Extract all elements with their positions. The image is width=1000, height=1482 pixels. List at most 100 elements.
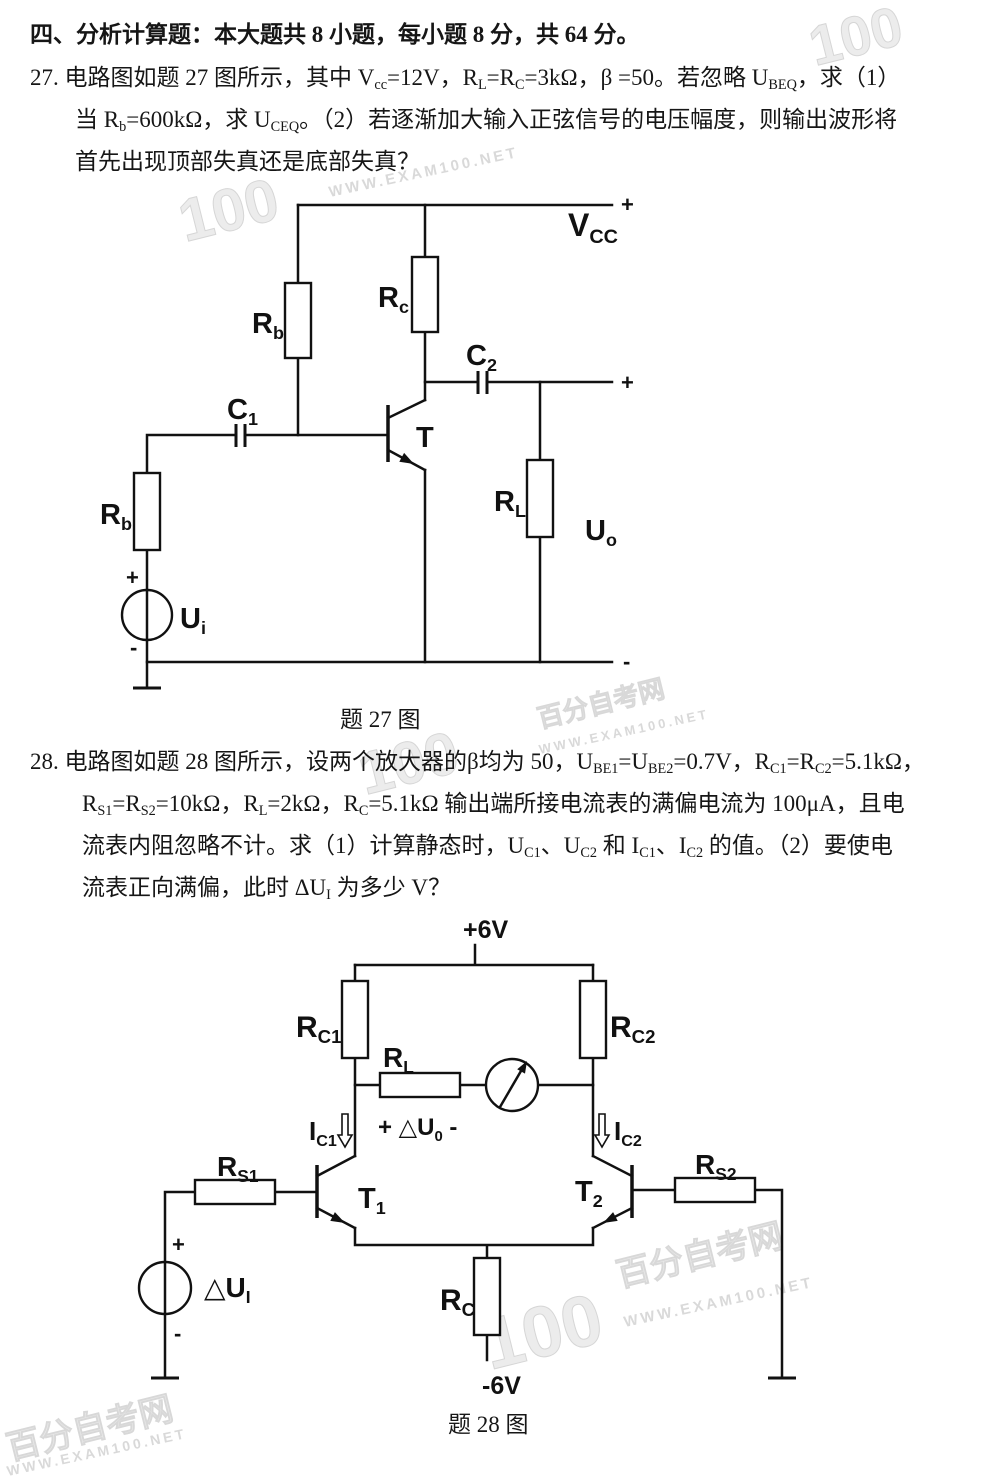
text-run: C <box>227 394 248 426</box>
text-run: 当 R <box>75 107 120 132</box>
text-run: 和 I <box>597 833 640 858</box>
text-run: =600kΩ，求 U <box>126 107 271 132</box>
figure-28-caption: 题 28 图 <box>448 1412 529 1437</box>
text-run: △U <box>204 1272 246 1303</box>
label-source-plus: + <box>172 1232 185 1257</box>
voltage-source-dui <box>137 1260 193 1316</box>
text-run: R <box>378 282 399 314</box>
resistor-body <box>578 979 608 1060</box>
subscript: 1 <box>376 1198 386 1218</box>
text-run: =3kΩ，β =50。若忽略 U <box>524 65 769 90</box>
subscript: C2 <box>632 1026 656 1047</box>
text-run: U <box>585 515 606 547</box>
text-run: 27. 电路图如题 27 图所示，其中 V <box>30 65 375 90</box>
text-run: =R <box>112 791 141 816</box>
figure-27-caption: 题 27 图 <box>340 707 421 732</box>
subscript: C1 <box>318 1026 342 1047</box>
subscript: o <box>606 530 617 550</box>
text-run: =R <box>486 65 515 90</box>
t2-base-wire <box>630 1188 784 1380</box>
subscript: L <box>515 501 526 521</box>
resistor-rl <box>525 458 555 539</box>
emitter-arrow-icon <box>603 1212 618 1223</box>
question-28-line-3: 流表内阻忽略不计。求（1）计算静态时，UC1、UC2 和 IC1、IC2 的值。… <box>82 831 893 861</box>
current-arrow-ic1 <box>336 1113 354 1149</box>
label-ic2: IC2 <box>614 1116 642 1150</box>
text-run: R <box>252 308 273 340</box>
text-run: T <box>358 1183 376 1215</box>
text-run: R <box>100 499 121 531</box>
text-run: - <box>443 1114 458 1141</box>
label-uo: Uo <box>585 515 617 550</box>
resistor-body <box>472 1256 502 1337</box>
subscript: C <box>358 802 369 819</box>
question-28-line-4: 流表正向满偏，此时 ΔUI 为多少 V？ <box>82 873 451 903</box>
transistor-t1 <box>315 1154 357 1230</box>
text-run: =2kΩ，R <box>267 791 359 816</box>
label-ui: Ui <box>180 603 206 638</box>
ammeter-arrow-icon <box>517 1061 527 1074</box>
label-c1: C1 <box>227 394 258 429</box>
text-run: 为多少 V？ <box>330 875 452 900</box>
subscript: C <box>462 1299 475 1320</box>
text-run: R <box>494 486 515 518</box>
label-source-minus: - <box>130 635 137 660</box>
text-run: 28. 电路图如题 28 图所示，设两个放大器的β均为 50，U <box>30 749 594 774</box>
text-run: 、I <box>655 833 687 858</box>
subscript: CC <box>589 226 618 248</box>
subscript: S2 <box>140 802 156 819</box>
resistor-rs1 <box>193 1178 277 1206</box>
label-rs1: RS1 <box>217 1151 259 1186</box>
resistor-body <box>378 1071 462 1099</box>
text-run: + △U <box>378 1114 434 1141</box>
question-28-line-1: 28. 电路图如题 28 图所示，设两个放大器的β均为 50，UBE1=UBE2… <box>30 747 925 777</box>
label-output-minus: - <box>623 649 630 674</box>
subscript: S1 <box>237 1166 259 1186</box>
text-run: R <box>217 1151 237 1182</box>
t1-base-wire <box>163 1190 319 1380</box>
text-run: V <box>568 207 590 243</box>
transistor-collector <box>315 1154 357 1178</box>
text-run: =5.1kΩ， <box>831 749 925 774</box>
subscript: L <box>477 76 487 93</box>
subscript: 2 <box>593 1191 603 1211</box>
label-rl: RL <box>494 486 526 521</box>
text-run: 流表内阻忽略不计。求（1）计算静态时，U <box>82 833 525 858</box>
label-transistor-t: T <box>416 422 434 454</box>
subscript: CEQ <box>270 118 300 135</box>
text-run: R <box>296 1011 318 1044</box>
label-delta-uo: + △U0 - <box>378 1114 457 1145</box>
emitter-wire <box>353 1226 595 1362</box>
section-heading: 四、分析计算题：本大题共 8 小题，每小题 8 分，共 64 分。 <box>30 22 640 47</box>
wires <box>145 203 614 690</box>
watermark-logo-digits: 100 <box>803 0 909 78</box>
text-run: =U <box>618 749 648 774</box>
question-27-line-3: 首先出现顶部失真还是底部失真？ <box>75 147 420 177</box>
capacitor-c2 <box>476 371 489 394</box>
resistor-rl <box>378 1071 462 1099</box>
resistor-rb-top <box>283 281 313 360</box>
text-run: =5.1kΩ 输出端所接电流表的满偏电流为 100μA，且电 <box>368 791 905 816</box>
resistor-rc <box>410 255 440 334</box>
subscript: C2 <box>686 844 704 861</box>
text-run: R <box>383 1042 403 1073</box>
transistor-collector <box>386 398 427 420</box>
transistor-collector <box>591 1154 634 1178</box>
text-run: R <box>440 1284 462 1317</box>
ammeter <box>484 1057 540 1113</box>
label-vcc-plus: + <box>621 192 634 217</box>
down-arrow-icon <box>593 1113 611 1149</box>
label-positive-supply: +6V <box>463 916 509 944</box>
label-rb-top: Rb <box>252 308 284 343</box>
text-run: R <box>610 1011 632 1044</box>
subscript: c <box>399 297 409 317</box>
label-t1: T1 <box>358 1183 386 1218</box>
subscript: cc <box>374 76 388 93</box>
capacitor-plates <box>476 371 489 394</box>
positive-supply-wire <box>353 943 595 967</box>
text-run: I <box>614 1116 621 1146</box>
label-rc2: RC2 <box>610 1011 655 1047</box>
subscript: S1 <box>97 802 113 819</box>
resistor-body <box>132 471 162 552</box>
